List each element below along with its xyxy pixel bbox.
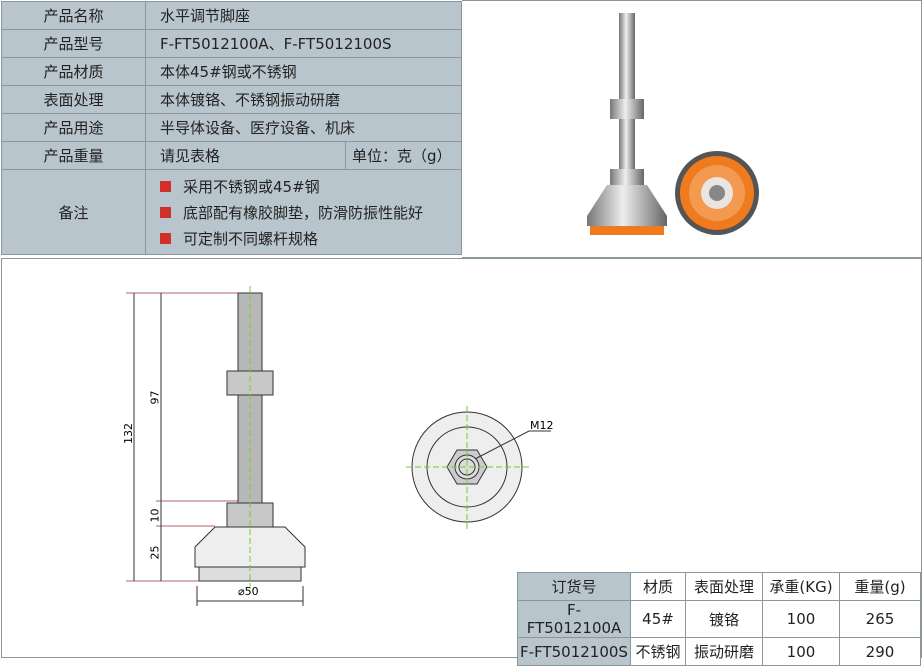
spec-value: 水平调节脚座 [145,1,462,30]
col-header: 订货号 [517,572,631,601]
spec-label: 产品重量 [1,141,146,170]
spec-label: 产品用途 [1,113,146,142]
dim-diameter: ⌀50 [238,585,259,598]
note-text: 可定制不同螺杆规格 [183,229,319,248]
leveling-foot-photo [587,13,759,235]
col-header: 材质 [630,572,686,601]
unit-label: 单位：克（g） [345,141,462,170]
bullet-icon [160,206,171,218]
thread-callout: M12 [530,419,554,432]
spec-row: 产品材质本体45#钢或不锈钢 [1,57,462,86]
cell: 镀铬 [685,600,763,638]
note-text: 底部配有橡胶脚垫，防滑防振性能好 [183,203,424,222]
cell: 振动研磨 [685,637,763,666]
order-code: F-FT5012100S [517,637,631,666]
drawing-area: 132 97 10 25 ⌀50 M12 [1,258,922,658]
notes-list: 采用不锈钢或45#钢 底部配有橡胶脚垫，防滑防振性能好 可定制不同螺杆规格 [145,169,462,255]
cell: 100 [762,637,840,666]
col-header: 表面处理 [685,572,763,601]
spec-label: 产品名称 [1,1,146,30]
dim-thread: 97 [148,390,162,405]
spec-row: 表面处理本体镀铬、不锈钢振动研磨 [1,85,462,114]
cell: 100 [762,600,840,638]
spec-value: 本体镀铬、不锈钢振动研磨 [145,85,462,114]
technical-drawing [126,286,551,606]
spec-row: 产品用途半导体设备、医疗设备、机床 [1,113,462,142]
col-header: 重量(g) [839,572,921,601]
spec-label: 表面处理 [1,85,146,114]
spec-value: 本体45#钢或不锈钢 [145,57,462,86]
spec-row: 产品名称水平调节脚座 [1,1,462,30]
table-row: F-FT5012100S 不锈钢 振动研磨 100 290 [517,637,921,666]
bullet-icon [160,232,171,244]
note-text: 采用不锈钢或45#钢 [183,177,320,196]
col-header: 承重(KG) [762,572,840,601]
spec-label: 备注 [1,169,146,255]
cell: 265 [839,600,921,638]
spec-label: 产品型号 [1,29,146,58]
spec-value: 请见表格 [145,141,346,170]
order-header-row: 订货号 材质 表面处理 承重(KG) 重量(g) [517,572,921,601]
cell: 45# [630,600,686,638]
cell: 290 [839,637,921,666]
bullet-icon [160,180,171,192]
spec-row: 备注 采用不锈钢或45#钢 底部配有橡胶脚垫，防滑防振性能好 可定制不同螺杆规格 [1,169,462,255]
order-code: F-FT5012100A [517,600,631,638]
note-item: 可定制不同螺杆规格 [146,225,461,251]
spec-label: 产品材质 [1,57,146,86]
spec-value: 半导体设备、医疗设备、机床 [145,113,462,142]
dim-base: 25 [148,545,162,560]
product-photo [462,0,922,258]
spec-row: 产品重量请见表格单位：克（g） [1,141,462,170]
table-row: F-FT5012100A 45# 镀铬 100 265 [517,600,921,638]
note-item: 底部配有橡胶脚垫，防滑防振性能好 [146,199,461,225]
note-item: 采用不锈钢或45#钢 [146,173,461,199]
spec-value: F-FT5012100A、F-FT5012100S [145,29,462,58]
cell: 不锈钢 [630,637,686,666]
order-table: 订货号 材质 表面处理 承重(KG) 重量(g) F-FT5012100A 45… [517,572,921,666]
dim-nut: 10 [148,508,162,523]
dim-total: 132 [122,423,135,444]
